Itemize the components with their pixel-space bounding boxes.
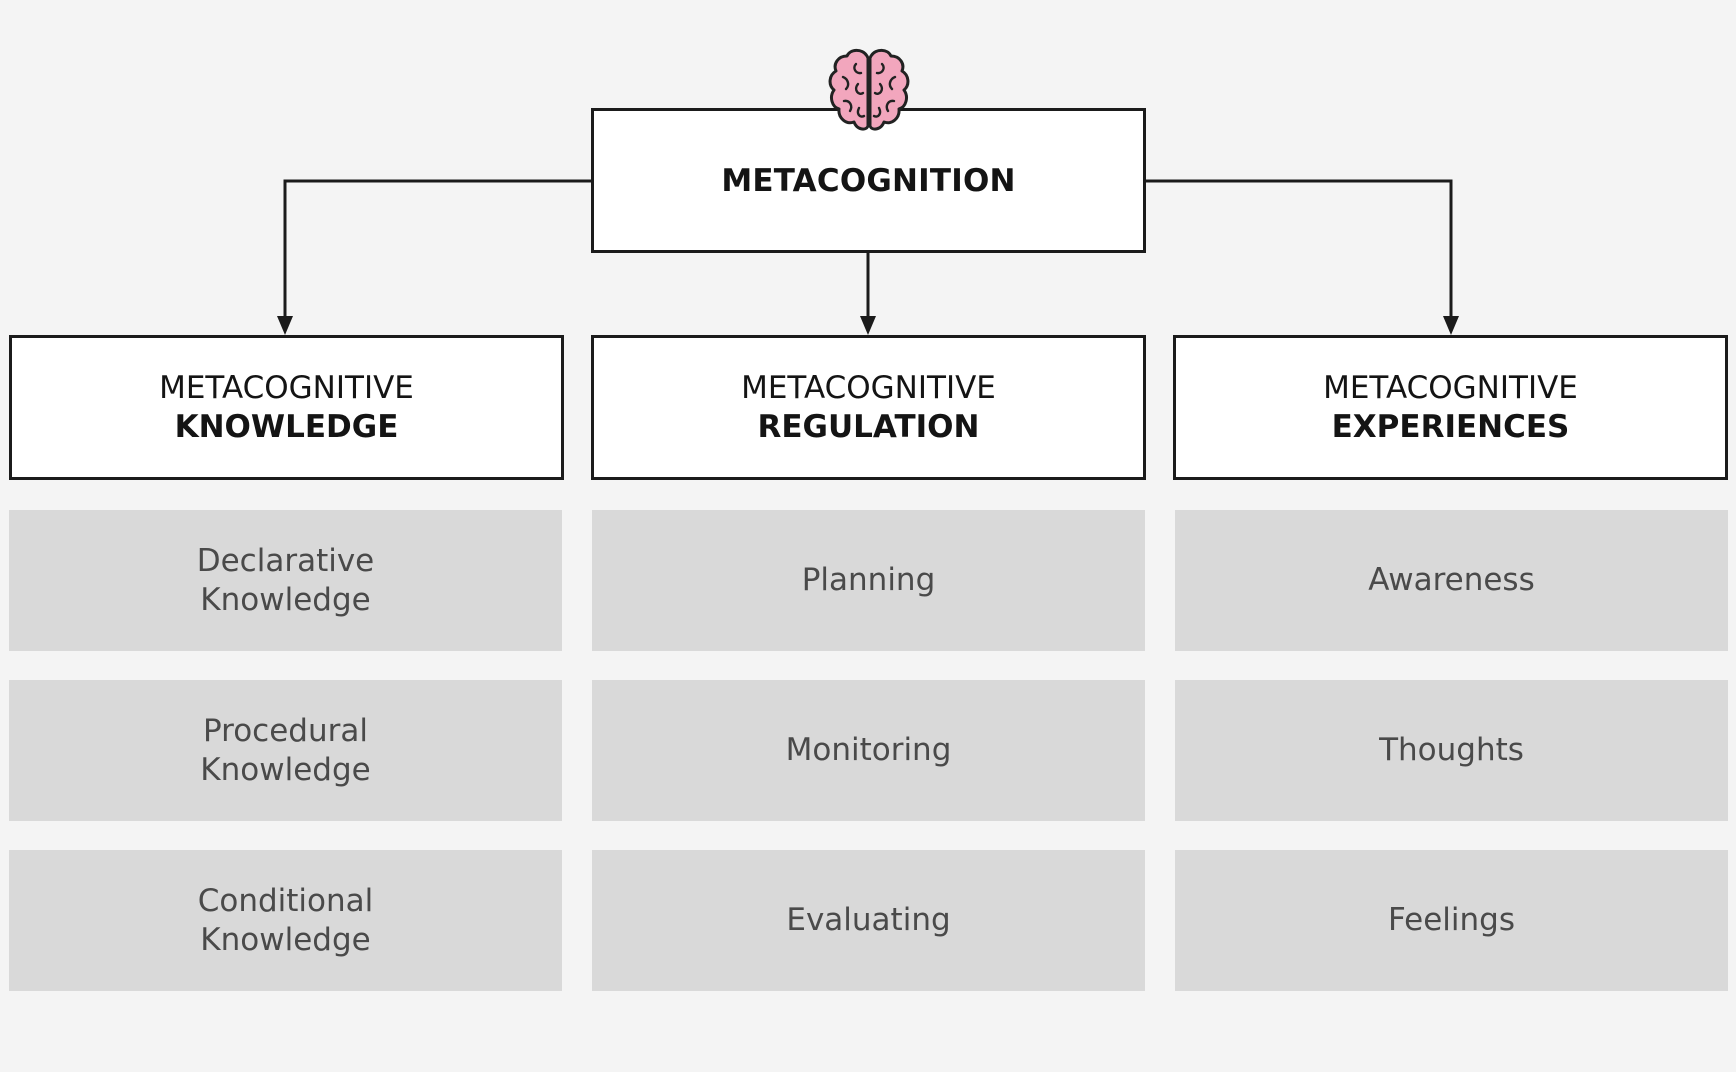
category-experiences-line1: METACOGNITIVE xyxy=(1323,369,1578,406)
category-regulation-line1: METACOGNITIVE xyxy=(741,369,996,406)
item-line1: Monitoring xyxy=(785,732,952,768)
arrow-to-experiences xyxy=(1443,316,1459,335)
arrow-to-knowledge xyxy=(277,316,293,335)
item-line1: Procedural xyxy=(203,712,368,749)
item-line1: Conditional xyxy=(197,882,374,919)
item-line1: Feelings xyxy=(1388,902,1515,938)
category-knowledge-line1: METACOGNITIVE xyxy=(159,369,414,406)
item-line1: Declarative xyxy=(196,542,375,579)
item-line1: Awareness xyxy=(1368,562,1535,598)
item-feelings: Feelings xyxy=(1175,850,1728,991)
item-awareness: Awareness xyxy=(1175,510,1728,651)
root-node: METACOGNITION xyxy=(591,108,1146,253)
connector-to-experiences xyxy=(1145,179,1453,328)
item-conditional-knowledge: Conditional Knowledge xyxy=(9,850,562,991)
item-thoughts: Thoughts xyxy=(1175,680,1728,821)
root-label: METACOGNITION xyxy=(721,162,1016,199)
item-line2: Knowledge xyxy=(200,581,371,618)
category-regulation-line2: REGULATION xyxy=(757,408,980,445)
item-line1: Thoughts xyxy=(1379,732,1524,768)
category-knowledge-line2: KNOWLEDGE xyxy=(174,408,399,445)
item-line2: Knowledge xyxy=(200,751,371,788)
item-line1: Evaluating xyxy=(786,902,951,938)
category-experiences: METACOGNITIVE EXPERIENCES xyxy=(1173,335,1728,480)
category-knowledge: METACOGNITIVE KNOWLEDGE xyxy=(9,335,564,480)
item-line1: Planning xyxy=(801,562,936,598)
category-regulation: METACOGNITIVE REGULATION xyxy=(591,335,1146,480)
arrow-to-regulation xyxy=(860,316,876,335)
item-planning: Planning xyxy=(592,510,1145,651)
item-procedural-knowledge: Procedural Knowledge xyxy=(9,680,562,821)
item-monitoring: Monitoring xyxy=(592,680,1145,821)
brain-icon xyxy=(828,48,910,131)
connector-to-knowledge xyxy=(283,179,592,328)
item-evaluating: Evaluating xyxy=(592,850,1145,991)
item-declarative-knowledge: Declarative Knowledge xyxy=(9,510,562,651)
category-experiences-line2: EXPERIENCES xyxy=(1331,408,1570,445)
item-line2: Knowledge xyxy=(200,921,371,958)
